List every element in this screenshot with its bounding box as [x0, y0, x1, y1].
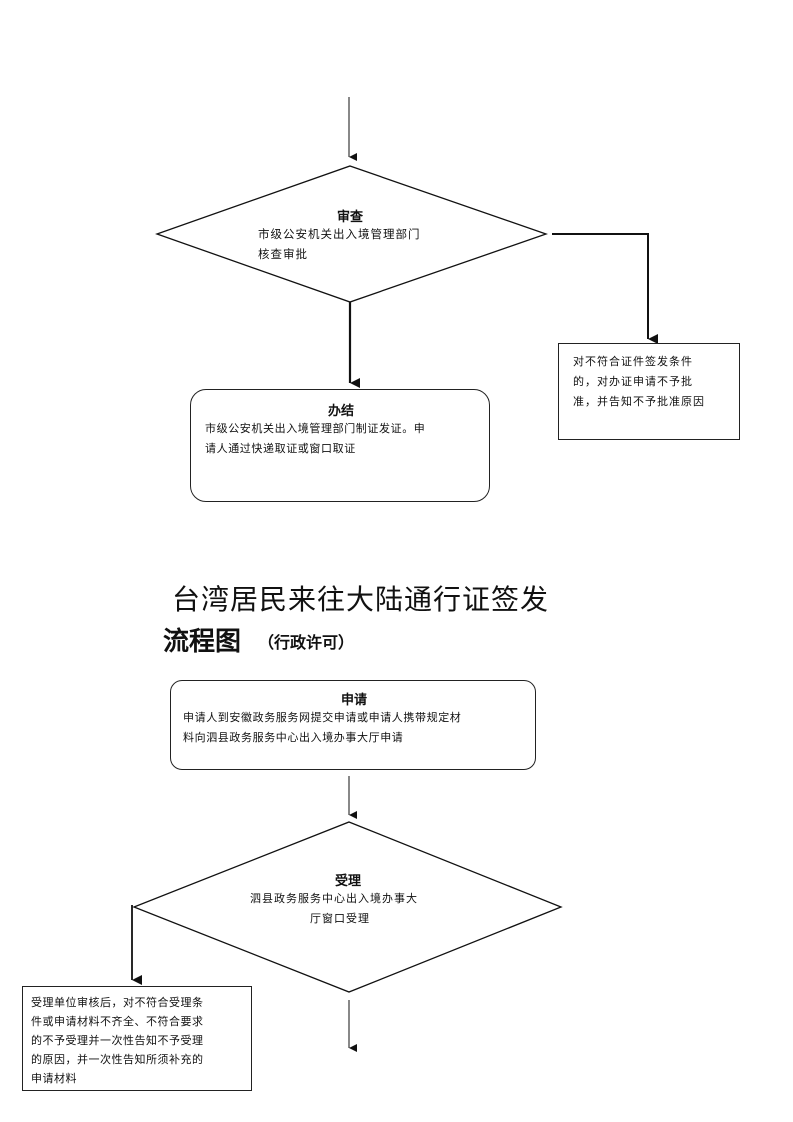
done-line2: 请人通过快递取证或窗口取证	[205, 442, 356, 455]
done-box: 办结 市级公安机关出入境管理部门制证发证。申 请人通过快递取证或窗口取证	[190, 389, 490, 502]
page-title-suffix: （行政许可）	[258, 633, 355, 652]
review-desc-line1: 市级公安机关出入境管理部门	[258, 227, 421, 241]
apply-line2: 料向泗县政务服务中心出入境办事大厅申请	[183, 731, 404, 744]
arrow-review-to-reject	[552, 233, 658, 344]
review-title: 审查	[336, 210, 363, 225]
accept-diamond	[132, 821, 563, 993]
not-accept-line1: 受理单位审核后，对不符合受理条	[31, 996, 204, 1009]
done-title: 办结	[327, 404, 354, 419]
accept-line1: 泗县政务服务中心出入境办事大	[250, 892, 418, 905]
reject-line2: 的，对办证申请不予批	[573, 375, 693, 388]
reject-box: 对不符合证件签发条件 的，对办证申请不予批 准，并告知不予批准原因	[558, 343, 740, 440]
page-title-line2: 流程图	[163, 627, 242, 657]
done-line1: 市级公安机关出入境管理部门制证发证。申	[205, 422, 426, 435]
apply-title: 申请	[340, 693, 367, 708]
not-accept-line5: 申请材料	[31, 1072, 77, 1085]
not-accept-line2: 件或申请材料不齐全、不符合要求	[31, 1015, 204, 1028]
accept-title: 受理	[334, 874, 361, 889]
review-desc-line2: 核查审批	[258, 247, 308, 261]
accept-line2: 厅窗口受理	[310, 912, 370, 925]
not-accept-line4: 的原因，并一次性告知所须补充的	[31, 1053, 204, 1066]
apply-box: 申请 申请人到安徽政务服务网提交申请或申请人携带规定材 料向泗县政务服务中心出入…	[170, 680, 536, 770]
apply-line1: 申请人到安徽政务服务网提交申请或申请人携带规定材	[183, 711, 462, 724]
page-title-line1: 台湾居民来往大陆通行证签发	[172, 583, 550, 616]
not-accept-line3: 的不予受理并一次性告知不予受理	[31, 1034, 204, 1047]
reject-line1: 对不符合证件签发条件	[573, 355, 693, 368]
not-accept-box: 受理单位审核后，对不符合受理条 件或申请材料不齐全、不符合要求 的不予受理并一次…	[22, 986, 252, 1091]
reject-line3: 准，并告知不予批准原因	[573, 395, 705, 408]
